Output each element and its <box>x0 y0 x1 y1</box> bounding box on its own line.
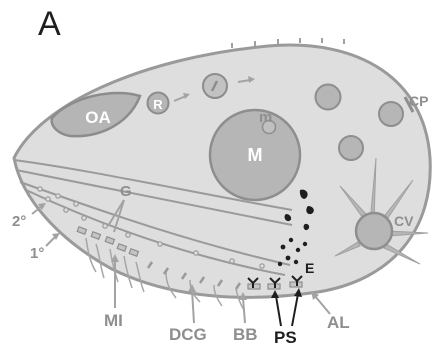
vesicle-far-right <box>379 102 403 126</box>
oa-label: OA <box>85 108 111 127</box>
contractile-vacuole <box>356 213 392 249</box>
ps-label: PS <box>274 328 297 347</box>
e-label: E <box>305 260 314 276</box>
second-label: 2° <box>12 213 26 230</box>
m-big-label: M <box>248 145 263 165</box>
dcg-label: DCG <box>169 325 207 344</box>
vesicle-right-mid <box>339 136 363 160</box>
m-small-label: m <box>259 109 272 126</box>
panel-label: A <box>38 5 61 43</box>
g-label: G <box>120 183 132 200</box>
r-organelle-label: R <box>153 97 163 112</box>
al-arrow <box>311 291 330 314</box>
dcg-arrow <box>188 284 196 323</box>
cv-label: CV <box>394 213 414 229</box>
cp-label: CP <box>409 93 428 109</box>
vesicle-right-top <box>316 85 341 110</box>
bb-label: BB <box>233 325 258 344</box>
mi-label: MI <box>104 311 123 330</box>
first-label: 1° <box>30 245 44 262</box>
first-arrow <box>46 233 60 246</box>
al-label: AL <box>327 313 350 332</box>
